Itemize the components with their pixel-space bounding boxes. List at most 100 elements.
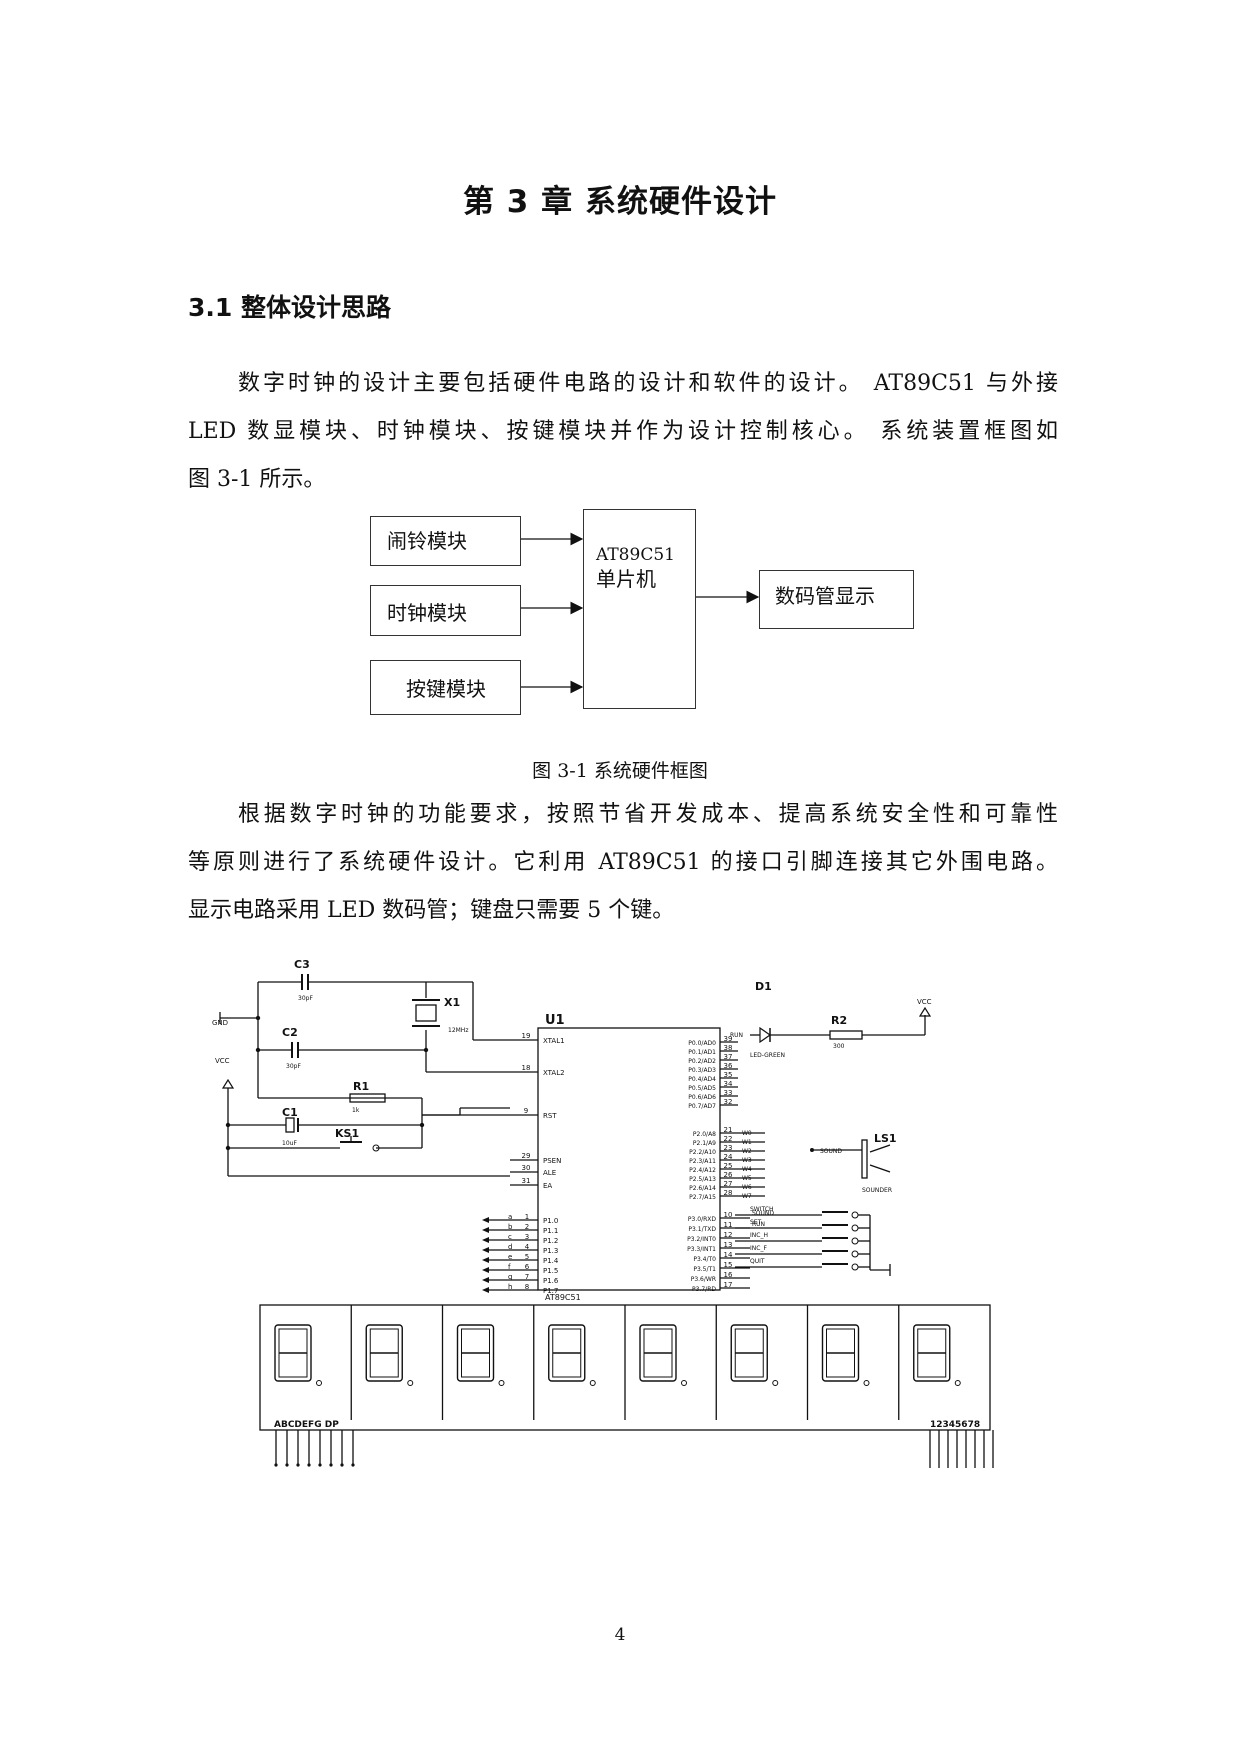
pin-dot [307, 1463, 311, 1467]
key-module-label: 按键模块 [406, 677, 486, 701]
switch-label: INC_F [750, 1245, 767, 1252]
segment-letters-label: ABCDEFG DP [274, 1420, 339, 1430]
r1-label: R1 [353, 1080, 369, 1093]
vcc-arrow [221, 1078, 235, 1089]
pin-number: 39 [724, 1035, 733, 1043]
pin-number: 10 [724, 1211, 733, 1219]
pin-number: 23 [724, 1144, 733, 1152]
port2-net-label: W6 [742, 1184, 752, 1191]
c3-label: C3 [294, 958, 310, 971]
pin-dot [296, 1463, 300, 1467]
port1-net-label: g [508, 1273, 512, 1281]
switch-pin [851, 1211, 859, 1219]
chapter-title: 第 3 章 系统硬件设计 [463, 184, 777, 220]
switch-label: QUIT [750, 1258, 765, 1265]
arrow-head [482, 1237, 489, 1243]
port2-net-label: W1 [742, 1139, 752, 1146]
pin-name: P1.6 [543, 1277, 559, 1285]
pin-number: 38 [724, 1044, 733, 1052]
ks1-label: KS1 [335, 1127, 359, 1140]
sound-terminal [810, 1148, 814, 1152]
pin-number: 19 [522, 1032, 531, 1040]
pin-number: 24 [724, 1153, 733, 1161]
pin-dot [274, 1463, 278, 1467]
crystal-x1 [415, 1004, 437, 1022]
circuit-schematic: U1AT89C5119XTAL118XTAL29RST29PSEN30ALE31… [212, 958, 994, 1468]
u1-chip-body [537, 1027, 721, 1291]
pin-name: P2.3/A11 [689, 1158, 716, 1165]
c1-value: 10uF [282, 1140, 297, 1147]
pin-name: P0.6/AD6 [688, 1094, 716, 1101]
pin-number: 2 [525, 1223, 529, 1231]
pin-number: 1 [525, 1213, 529, 1221]
r2-value: 300 [833, 1043, 845, 1050]
speaker-body [861, 1139, 868, 1179]
port1-net-label: a [508, 1213, 512, 1221]
display-box: 数码管显示 [759, 570, 914, 629]
pin-name: P0.4/AD4 [688, 1076, 716, 1083]
pin-name: P1.5 [543, 1267, 558, 1275]
pin-dot [351, 1463, 355, 1467]
arrow-head [482, 1287, 489, 1293]
pin-name: XTAL1 [543, 1037, 565, 1045]
pin-name: P0.1/AD1 [688, 1049, 716, 1056]
pin-number: 17 [724, 1281, 733, 1289]
key-module-box: 按键模块 [370, 660, 521, 715]
junction-dot [225, 1122, 231, 1128]
pin-name: P0.0/AD0 [688, 1040, 716, 1047]
pin-name: ALE [543, 1169, 556, 1177]
port2-net-label: W3 [742, 1157, 752, 1164]
digit-inner [643, 1328, 673, 1378]
paragraph-line: 根据数字时钟的功能要求，按照节省开发成本、提高系统安全性和可靠性 [238, 802, 1058, 827]
vcc-arrow [918, 1006, 932, 1017]
digit-outline [730, 1324, 768, 1382]
junction-dot [255, 1015, 261, 1021]
pin-number: 33 [724, 1089, 733, 1097]
pin-name: P0.3/AD3 [688, 1067, 716, 1074]
pin-number: 3 [525, 1233, 529, 1241]
pin-name: XTAL2 [543, 1069, 565, 1077]
decimal-point [316, 1380, 322, 1386]
junction-dot [419, 1122, 425, 1128]
pin-name: PSEN [543, 1157, 561, 1165]
alarm-module-label: 闹铃模块 [387, 529, 467, 553]
paragraph-line: LED 数显模块、时钟模块、按键模块并作为设计控制核心。 系统装置框图如 [188, 419, 1058, 444]
pin-name: P3.1/TXD [688, 1226, 716, 1233]
paragraph-line: 数字时钟的设计主要包括硬件电路的设计和软件的设计。 AT89C51 与外接 [238, 371, 1058, 396]
pin-number: 31 [522, 1177, 531, 1185]
port1-net-label: f [508, 1263, 511, 1271]
pin-name: P0.7/AD7 [688, 1103, 716, 1110]
run-net-label: RUN [752, 1221, 765, 1228]
pin-number: 30 [522, 1164, 531, 1172]
capacitor-c1 [285, 1117, 295, 1133]
pin-name: P1.7 [543, 1287, 558, 1295]
pin-number: 34 [724, 1080, 733, 1088]
switch-pin [851, 1263, 859, 1271]
digit-outline [913, 1324, 951, 1382]
decimal-point [498, 1380, 505, 1386]
digit-outline [274, 1324, 312, 1382]
paragraph-line: 显示电路采用 LED 数码管；键盘只需要 5 个键。 [188, 898, 675, 923]
digit-numbers-label: 12345678 [930, 1420, 980, 1430]
pin-name: P1.0 [543, 1217, 558, 1225]
port1-net-label: b [508, 1223, 513, 1231]
pin-dot [285, 1463, 289, 1467]
digit-outline [548, 1324, 586, 1382]
digit-inner [369, 1328, 399, 1378]
r2-label: R2 [831, 1014, 847, 1027]
port1-net-label: h [508, 1283, 512, 1291]
pin-name: P3.0/RXD [688, 1216, 716, 1223]
d1-value: LED-GREEN [750, 1052, 785, 1059]
digit-inner [826, 1328, 855, 1378]
pin-number: 29 [522, 1152, 531, 1160]
vcc-right-label: VCC [917, 998, 932, 1006]
pin-number: 18 [522, 1064, 531, 1072]
port2-net-label: W5 [742, 1175, 752, 1182]
section-heading: 3.1 整体设计思路 [188, 293, 391, 322]
pin-number: 8 [525, 1283, 529, 1291]
junction-dot [255, 1047, 261, 1053]
pin-number: 25 [724, 1162, 733, 1170]
u1-label: U1 [545, 1013, 565, 1028]
intro-paragraph: 数字时钟的设计主要包括硬件电路的设计和软件的设计。 AT89C51 与外接 LE… [188, 360, 1058, 504]
c3-value: 30pF [298, 995, 313, 1002]
